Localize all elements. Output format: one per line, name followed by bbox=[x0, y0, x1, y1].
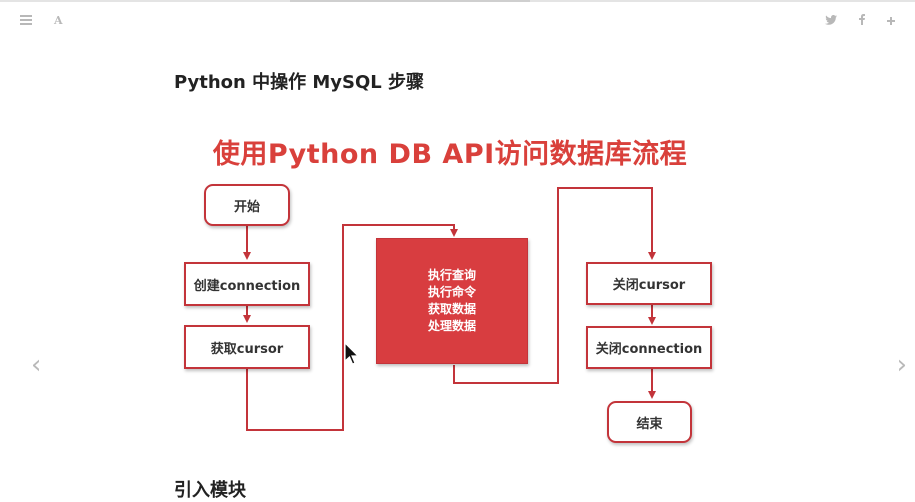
top-border-highlight bbox=[290, 0, 530, 2]
flow-step-close-connection: 关闭connection bbox=[586, 326, 712, 369]
flow-step-get-cursor: 获取cursor bbox=[184, 325, 310, 369]
arrow-exec-to-close-cursor bbox=[453, 187, 656, 384]
font-icon[interactable]: A bbox=[54, 14, 63, 27]
page-title: Python 中操作 MySQL 步骤 bbox=[174, 72, 425, 93]
exec-line-command: 执行命令 bbox=[427, 285, 476, 299]
mouse-pointer-icon bbox=[344, 342, 360, 365]
toolbar-right bbox=[825, 14, 895, 28]
slide-title: 使用Python DB API访问数据库流程 bbox=[212, 139, 688, 170]
exec-line-process: 处理数据 bbox=[427, 319, 476, 333]
exec-line-query: 执行查询 bbox=[427, 268, 476, 282]
arrow-cursor-to-exec bbox=[246, 224, 458, 431]
flow-step-end: 结束 bbox=[607, 401, 692, 443]
facebook-icon[interactable] bbox=[859, 14, 865, 28]
menu-icon[interactable] bbox=[20, 14, 32, 28]
toolbar-left: A bbox=[20, 14, 63, 28]
exec-line-fetch: 获取数据 bbox=[427, 302, 476, 316]
next-slide-button[interactable]: › bbox=[896, 350, 907, 380]
flow-step-close-cursor: 关闭cursor bbox=[586, 262, 712, 305]
prev-slide-button[interactable]: ‹ bbox=[31, 350, 42, 380]
flow-connectors bbox=[243, 187, 656, 431]
google-plus-icon[interactable] bbox=[887, 14, 895, 28]
twitter-icon[interactable] bbox=[825, 14, 837, 28]
flowchart-slide: 使用Python DB API访问数据库流程 开始 创建connection 获… bbox=[170, 118, 730, 458]
flow-step-create-connection: 创建connection bbox=[184, 262, 310, 306]
next-section-heading: 引入模块 bbox=[174, 480, 246, 501]
flow-step-execute: 执行查询 执行命令 获取数据 处理数据 bbox=[376, 238, 528, 364]
flow-step-start: 开始 bbox=[204, 184, 290, 226]
